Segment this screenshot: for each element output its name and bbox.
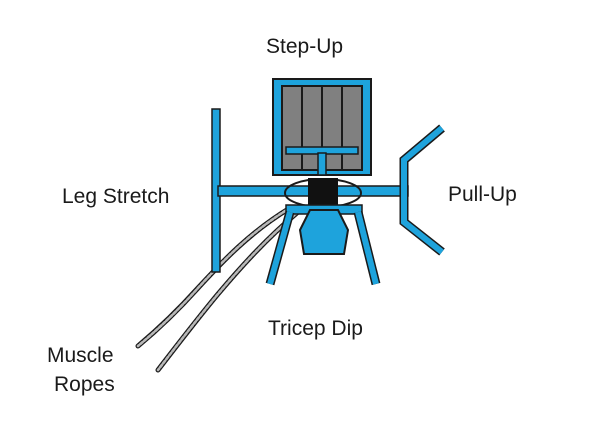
step-up-box [272, 78, 372, 176]
muscle-ropes-label-line1: Muscle [47, 344, 114, 367]
rope-2 [155, 209, 301, 373]
tricep-dip-stand [265, 204, 381, 286]
step-up-label: Step-Up [266, 35, 344, 58]
pull-up-label: Pull-Up [448, 183, 517, 206]
tricep-dip-label: Tricep Dip [268, 317, 363, 340]
center-hub [284, 178, 362, 208]
muscle-ropes [135, 205, 301, 373]
leg-stretch-label: Leg Stretch [62, 185, 170, 208]
tricep-dip-seat [298, 209, 350, 255]
muscle-ropes-label-line2: Ropes [54, 373, 115, 396]
